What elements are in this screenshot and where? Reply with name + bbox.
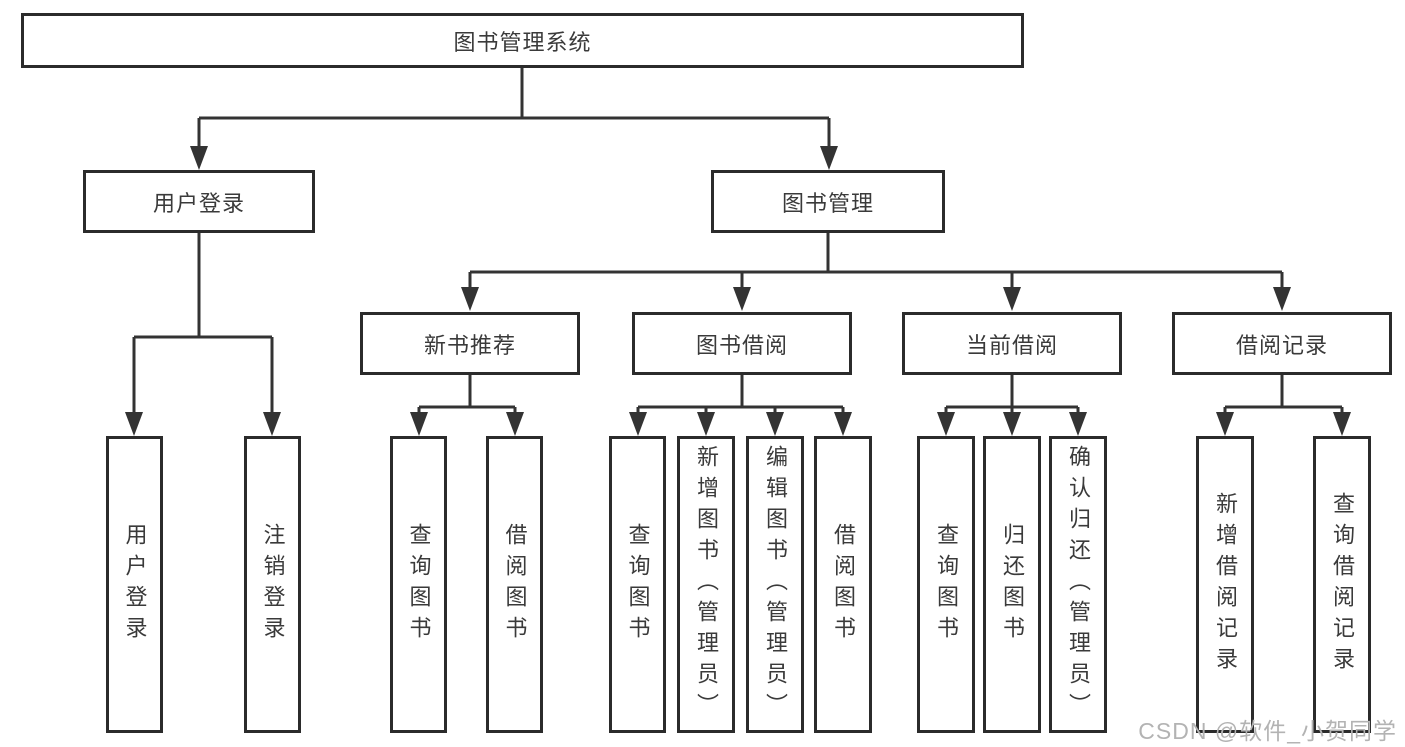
node-new-book-recommend: 新书推荐 <box>360 312 580 375</box>
leaf-query-borrow-record: 查询借阅记录 <box>1313 436 1371 733</box>
leaf-logout-label: 注销登录 <box>260 522 286 647</box>
leaf-confirm-return-admin-label: 确认归还（管理员） <box>1066 445 1091 724</box>
node-user-login-label: 用户登录 <box>152 190 245 216</box>
leaf-borrow-books-borrow-label: 借阅图书 <box>831 522 856 647</box>
leaf-query-books-current-label: 查询图书 <box>934 522 959 647</box>
leaf-return-book-label: 归还图书 <box>1000 522 1025 647</box>
leaf-query-books-recommend: 查询图书 <box>390 436 447 733</box>
node-current-borrow: 当前借阅 <box>902 312 1122 375</box>
leaf-borrow-books-recommend: 借阅图书 <box>486 436 543 733</box>
node-user-login: 用户登录 <box>83 170 315 233</box>
leaf-query-books-borrow: 查询图书 <box>609 436 666 733</box>
leaf-query-books-recommend-label: 查询图书 <box>406 522 432 647</box>
leaf-confirm-return-admin: 确认归还（管理员） <box>1049 436 1107 733</box>
node-root-label: 图书管理系统 <box>453 29 592 55</box>
node-book-management: 图书管理 <box>711 170 945 233</box>
node-borrow-records-label: 借阅记录 <box>1235 332 1328 358</box>
node-book-borrow-label: 图书借阅 <box>695 332 788 358</box>
node-book-management-label: 图书管理 <box>781 190 874 216</box>
leaf-query-books-current: 查询图书 <box>917 436 975 733</box>
leaf-add-borrow-record-label: 新增借阅记录 <box>1213 491 1238 678</box>
node-borrow-records: 借阅记录 <box>1172 312 1392 375</box>
leaf-borrow-books-recommend-label: 借阅图书 <box>502 522 528 647</box>
leaf-edit-book-admin: 编辑图书（管理员） <box>746 436 804 733</box>
leaf-return-book: 归还图书 <box>983 436 1041 733</box>
leaf-query-borrow-record-label: 查询借阅记录 <box>1330 491 1355 678</box>
leaf-edit-book-admin-label: 编辑图书（管理员） <box>763 445 788 724</box>
leaf-add-book-admin: 新增图书（管理员） <box>677 436 735 733</box>
node-root: 图书管理系统 <box>21 13 1024 68</box>
leaf-add-borrow-record: 新增借阅记录 <box>1196 436 1254 733</box>
leaf-add-book-admin-label: 新增图书（管理员） <box>694 445 719 724</box>
node-new-book-recommend-label: 新书推荐 <box>423 332 516 358</box>
leaf-borrow-books-borrow: 借阅图书 <box>814 436 872 733</box>
leaf-logout: 注销登录 <box>244 436 301 733</box>
leaf-user-login: 用户登录 <box>106 436 163 733</box>
node-book-borrow: 图书借阅 <box>632 312 852 375</box>
watermark: CSDN @软件_小贺同学 <box>1138 718 1397 744</box>
leaf-query-books-borrow-label: 查询图书 <box>625 522 651 647</box>
node-current-borrow-label: 当前借阅 <box>965 332 1058 358</box>
leaf-user-login-label: 用户登录 <box>122 522 148 647</box>
